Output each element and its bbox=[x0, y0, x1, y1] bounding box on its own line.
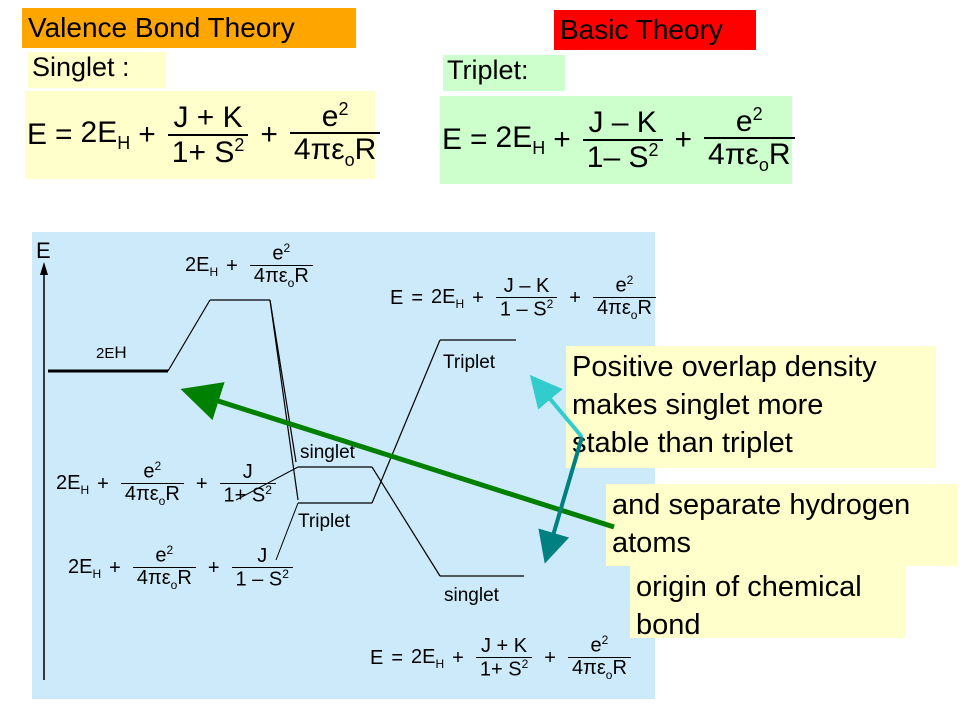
cyan-arrow bbox=[529, 374, 584, 439]
triplet-label-box: Triplet: bbox=[443, 55, 565, 91]
note-chemical-bond: origin of chemical bond bbox=[630, 566, 906, 641]
basic-theory-title: Basic Theory bbox=[554, 10, 756, 50]
atoms-level-label: 2EH bbox=[96, 343, 127, 362]
note-positive-overlap: Positive overlap density makes singlet m… bbox=[566, 346, 936, 468]
note-separate-atoms: and separate hydrogen atoms bbox=[606, 484, 958, 566]
singlet-label-box: Singlet : bbox=[28, 52, 166, 88]
singlet-label: Singlet : bbox=[32, 52, 130, 82]
valence-bond-title: Valence Bond Theory bbox=[22, 8, 356, 48]
triplet-label: Triplet: bbox=[447, 55, 529, 85]
mid-singlet-label: singlet bbox=[300, 442, 355, 463]
green-arrow bbox=[180, 382, 615, 530]
teal-arrow bbox=[538, 436, 584, 564]
energy-axis-label: E bbox=[36, 238, 51, 263]
right-triplet-label: Triplet bbox=[443, 352, 496, 373]
mid-triplet-label: Triplet bbox=[298, 511, 351, 532]
energy-diagram-panel bbox=[32, 232, 655, 699]
right-singlet-label: singlet bbox=[444, 585, 499, 606]
